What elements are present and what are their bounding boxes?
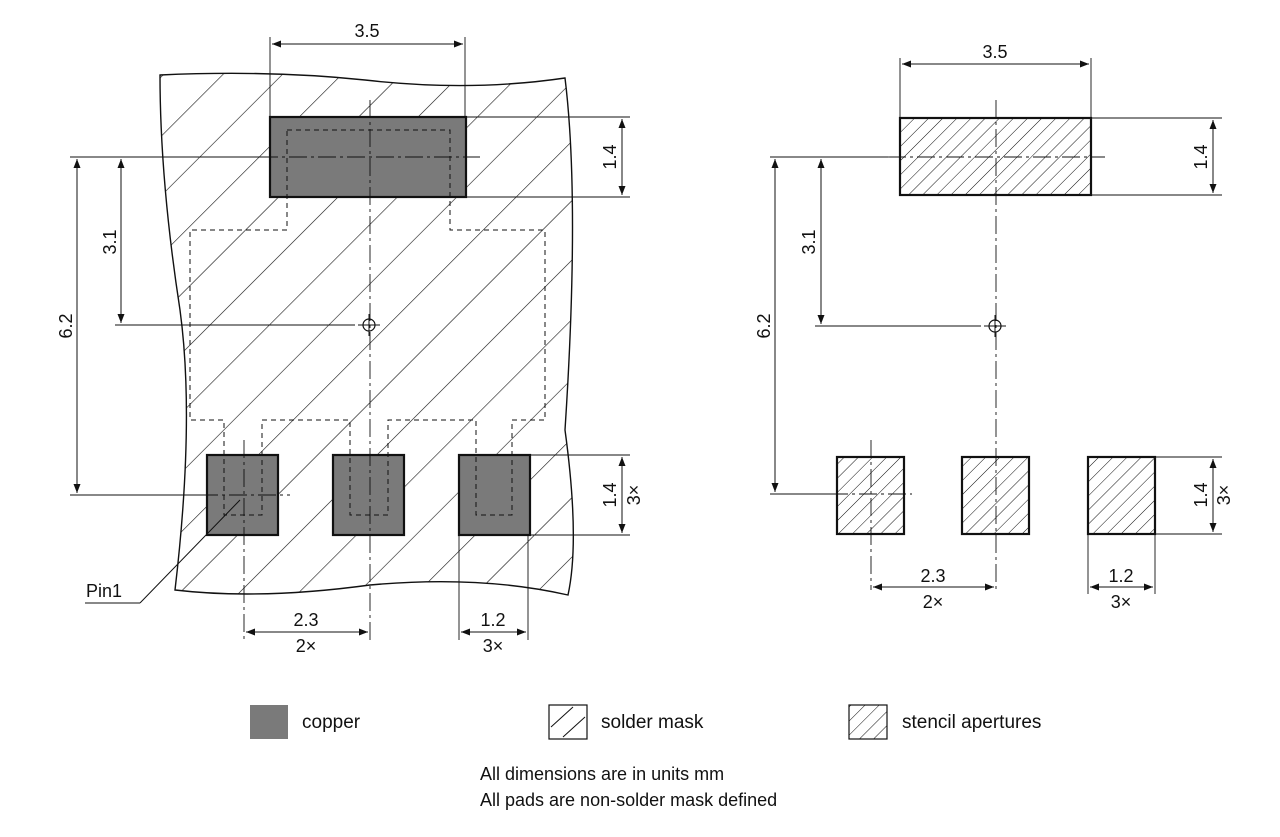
dim-small-pad-width-right: 1.2 (1108, 566, 1133, 586)
dim-small-pad-width-mult: 3× (483, 636, 504, 656)
legend-copper-label: copper (302, 712, 361, 733)
dim-small-pad-height-mult: 3× (624, 485, 644, 506)
legend-copper-swatch (250, 705, 288, 739)
dim-small-pad-width: 1.2 (480, 610, 505, 630)
right-view: 3.5 1.4 3.1 6.2 1.4 3× 2.3 2× 1.2 3× (754, 42, 1234, 612)
note-pads: All pads are non-solder mask defined (480, 790, 777, 810)
stencil-aperture-2 (960, 455, 1031, 536)
package-outline (189, 129, 546, 516)
dim-pad-pitch-mult: 2× (296, 636, 317, 656)
copper-pad-3 (457, 453, 532, 537)
dim-pitch-y: 6.2 (56, 313, 76, 338)
dim-pad-pitch-right: 2.3 (920, 566, 945, 586)
left-view: 3.5 1.4 3.1 6.2 1.4 3× 2.3 2× 1.2 3× Pin… (56, 21, 644, 656)
dim-top-width: 3.5 (354, 21, 379, 41)
legend-solder-mask-swatch (548, 704, 588, 740)
note-units: All dimensions are in units mm (480, 764, 724, 784)
dim-center-offset: 3.1 (100, 229, 120, 254)
legend-stencil-label: stencil apertures (902, 712, 1041, 733)
legend: copper solder mask stencil apertures (250, 704, 1041, 740)
dim-small-pad-height: 1.4 (600, 482, 620, 507)
legend-stencil-swatch (848, 704, 888, 740)
dim-small-pad-width-mult-right: 3× (1111, 592, 1132, 612)
dim-pad-pitch-mult-right: 2× (923, 592, 944, 612)
dim-center-offset-right: 3.1 (799, 229, 819, 254)
legend-solder-mask-label: solder mask (601, 712, 704, 733)
copper-pad-2 (331, 453, 406, 537)
dim-pitch-y-right: 6.2 (754, 313, 774, 338)
stencil-aperture-1 (835, 455, 906, 536)
pin1-label: Pin1 (86, 581, 122, 601)
dim-big-pad-height-right: 1.4 (1191, 144, 1211, 169)
dim-small-pad-height-right: 1.4 (1191, 482, 1211, 507)
dim-pad-pitch: 2.3 (293, 610, 318, 630)
dim-small-pad-height-mult-right: 3× (1214, 485, 1234, 506)
stencil-aperture-3 (1086, 455, 1157, 536)
dim-top-width-right: 3.5 (982, 42, 1007, 62)
stencil-aperture-large (898, 116, 1093, 197)
dim-big-pad-height: 1.4 (600, 144, 620, 169)
